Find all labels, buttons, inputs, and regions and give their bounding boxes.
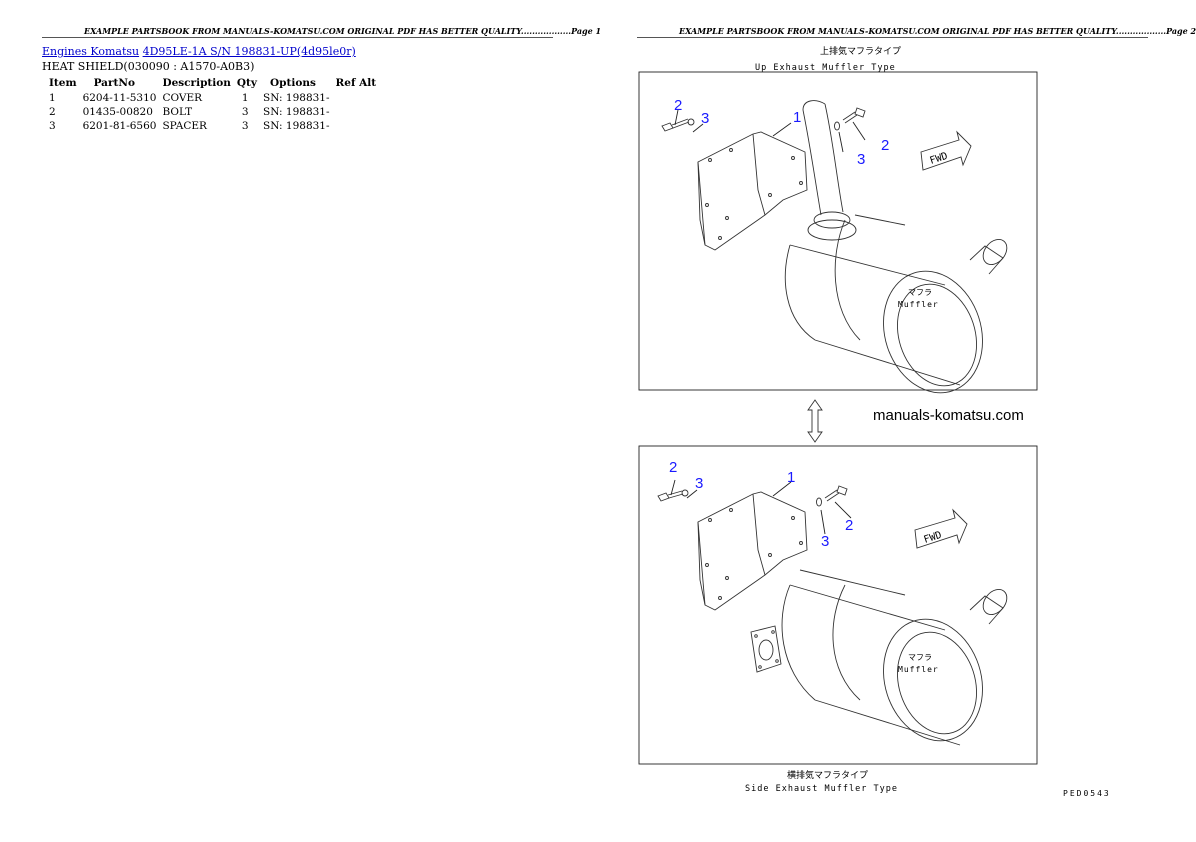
top-callout-3-left: 3 [701, 110, 709, 127]
top-callout-2-left: 2 [674, 97, 682, 114]
top-exhaust-pipe [802, 100, 857, 241]
page-1-header-rule [42, 37, 553, 38]
bottom-muffler-label-jp: マフラ [908, 653, 932, 662]
table-header-row: Item PartNo Description Qty Options Ref … [46, 76, 379, 91]
page-2-header: EXAMPLE PARTSBOOK FROM MANUALS-KOMATSU.C… [679, 26, 1196, 36]
page-1-header: EXAMPLE PARTSBOOK FROM MANUALS-KOMATSU.C… [84, 26, 602, 36]
bottom-bolt-left [657, 489, 689, 502]
top-bolt-left [661, 118, 695, 132]
col-header-partno: PartNo [93, 77, 135, 89]
top-bolt-right [834, 107, 866, 131]
col-header-options: Options [270, 77, 316, 89]
cell-item: 2 [49, 106, 56, 118]
top-fwd-arrow-icon [920, 130, 972, 171]
breadcrumb: Engines Komatsu 4D95LE-1A S/N 198831-UP(… [42, 45, 356, 58]
top-title-en: Up Exhaust Muffler Type [755, 63, 896, 73]
top-fwd-label: FWD [929, 151, 950, 167]
breadcrumb-link-model[interactable]: 4D95LE-1A S/N 198831-UP(4d95le0r) [142, 45, 356, 58]
bottom-cover-bracket [697, 491, 808, 611]
col-header-ref-alt: Ref Alt [335, 77, 377, 89]
parts-diagram: 上排気マフラタイプ Up Exhaust Muffler Type [638, 45, 1111, 798]
cell-ref-alt [333, 91, 380, 105]
bottom-fwd-arrow-icon [914, 508, 968, 549]
col-header-item: Item [49, 77, 77, 89]
top-muffler-label-jp: マフラ [908, 288, 932, 297]
table-row: 2 01435-00820 BOLT 3 SN: 198831- [46, 105, 379, 119]
cell-item: 1 [49, 92, 56, 104]
col-header-description: Description [162, 77, 231, 89]
bottom-view-frame [638, 445, 1038, 765]
top-view-frame [638, 71, 1038, 391]
bottom-bolt-right [816, 485, 848, 507]
breadcrumb-link-engines[interactable]: Engines Komatsu [42, 45, 140, 58]
cell-options: SN: 198831- [263, 106, 330, 118]
bottom-callout-3-left: 3 [695, 475, 703, 492]
top-title-jp: 上排気マフラタイプ [820, 45, 901, 57]
cell-qty: 3 [241, 120, 249, 132]
cell-partno: 6204-11-5310 [82, 92, 157, 104]
page-2: EXAMPLE PARTSBOOK FROM MANUALS-KOMATSU.C… [595, 0, 1196, 842]
bottom-muffler-label-en: Muffler [898, 665, 939, 674]
cell-ref-alt [333, 119, 380, 133]
top-callout-1: 1 [793, 109, 801, 126]
figure-code: PED0543 [1063, 789, 1111, 798]
bottom-callout-1: 1 [787, 469, 795, 486]
top-callout-2-right: 2 [881, 137, 889, 154]
page-1: EXAMPLE PARTSBOOK FROM MANUALS-KOMATSU.C… [0, 0, 601, 842]
table-row: 3 6201-81-6560 SPACER 3 SN: 198831- [46, 119, 379, 133]
cell-description: COVER [162, 92, 203, 104]
bottom-callout-3-right: 3 [821, 533, 829, 550]
cell-description: SPACER [162, 120, 207, 132]
cell-description: BOLT [162, 106, 193, 118]
cell-ref-alt [333, 105, 380, 119]
double-arrow-icon [807, 399, 823, 443]
cell-partno: 6201-81-6560 [82, 120, 157, 132]
watermark: manuals-komatsu.com [873, 407, 1024, 424]
page-2-header-rule [637, 37, 1148, 38]
cell-qty: 1 [241, 92, 249, 104]
top-callout-3-right: 3 [857, 151, 865, 168]
col-header-qty: Qty [236, 77, 258, 89]
bottom-callout-2-left: 2 [669, 459, 677, 476]
top-muffler-body [784, 214, 1008, 394]
bottom-title-jp: 横排気マフラタイプ [787, 769, 868, 781]
cell-options: SN: 198831- [263, 120, 330, 132]
bottom-callout-2-right: 2 [845, 517, 853, 534]
bottom-title-en: Side Exhaust Muffler Type [745, 784, 898, 794]
cell-qty: 3 [241, 106, 249, 118]
parts-table: Item PartNo Description Qty Options Ref … [46, 76, 379, 133]
cell-item: 3 [49, 120, 56, 132]
table-row: 1 6204-11-5310 COVER 1 SN: 198831- [46, 91, 379, 105]
cell-options: SN: 198831- [263, 92, 330, 104]
page-title: HEAT SHIELD(030090 : A1570-A0B3) [42, 60, 255, 73]
top-muffler-label-en: Muffler [898, 300, 939, 309]
top-cover-bracket [697, 131, 808, 251]
cell-partno: 01435-00820 [82, 106, 153, 118]
bottom-fwd-label: FWD [923, 530, 944, 546]
bottom-muffler-body [750, 569, 1008, 746]
